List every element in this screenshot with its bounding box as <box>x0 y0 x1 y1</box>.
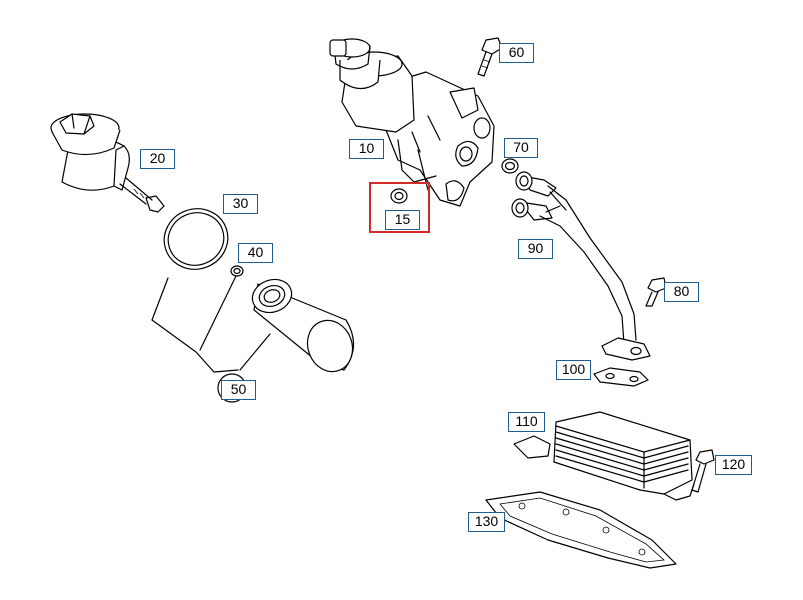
callout-130[interactable]: 130 <box>468 512 505 532</box>
callout-50[interactable]: 50 <box>221 380 256 400</box>
bolt-120-drawing <box>691 449 715 493</box>
oil-filter-cap-drawing <box>50 113 165 213</box>
callout-40[interactable]: 40 <box>238 243 273 263</box>
o-ring-drawing <box>163 208 229 270</box>
bolt-60-drawing <box>477 37 503 77</box>
small-seal-drawing <box>230 265 244 277</box>
callout-110[interactable]: 110 <box>508 412 545 432</box>
seal-ring-70-drawing <box>501 158 519 174</box>
filter-element-drawing <box>151 275 355 403</box>
callout-15[interactable]: 15 <box>385 210 420 230</box>
callout-20[interactable]: 20 <box>140 149 175 169</box>
callout-120[interactable]: 120 <box>715 455 752 475</box>
callout-70[interactable]: 70 <box>504 138 538 158</box>
gasket-130-drawing <box>485 491 677 569</box>
callout-80[interactable]: 80 <box>664 282 699 302</box>
oil-cooler-drawing <box>513 411 695 501</box>
callout-10[interactable]: 10 <box>349 139 384 159</box>
callout-90[interactable]: 90 <box>518 239 553 259</box>
seal-ring-15-drawing <box>390 188 408 204</box>
filter-housing-drawing <box>329 38 495 207</box>
bolt-80-drawing <box>645 277 667 307</box>
callout-100[interactable]: 100 <box>556 360 591 380</box>
callout-60[interactable]: 60 <box>499 43 534 63</box>
oil-pipe-drawing <box>511 171 651 361</box>
gasket-100-drawing <box>593 367 649 387</box>
callout-30[interactable]: 30 <box>223 194 258 214</box>
